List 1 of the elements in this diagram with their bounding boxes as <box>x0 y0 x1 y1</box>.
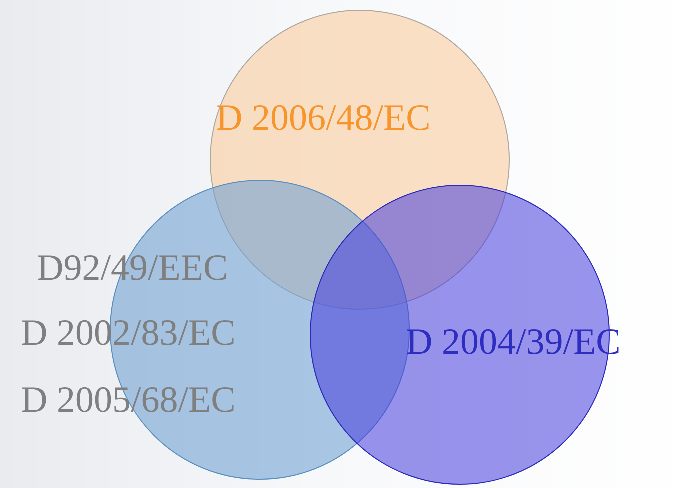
directive-label: D 2006/48/EC <box>216 99 431 139</box>
